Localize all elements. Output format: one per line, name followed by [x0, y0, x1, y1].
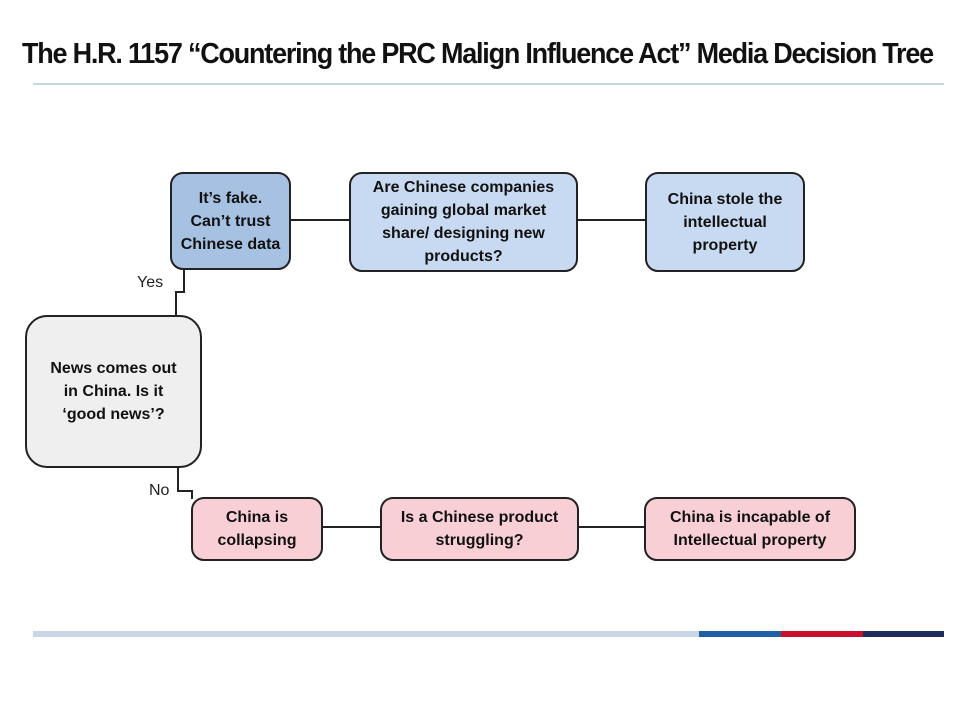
connector-start-to-yes [175, 268, 185, 315]
incapable-ip-node: China is incapable of Intellectual prope… [644, 497, 856, 561]
market-share-question-node: Are Chinese companies gaining global mar… [349, 172, 578, 272]
no-label: No [149, 482, 170, 499]
yes-label: Yes [137, 274, 164, 291]
collapsing-node: China is collapsing [191, 497, 323, 561]
footer-bar-light [33, 631, 699, 637]
connector-start-to-no [177, 467, 193, 499]
footer-bar-navy [863, 631, 944, 637]
product-struggling-question-node: Is a Chinese product struggling? [380, 497, 579, 561]
start-node: News comes out in China. Is it ‘good new… [25, 315, 202, 468]
fake-data-node: It’s fake. Can’t trust Chinese data [170, 172, 291, 270]
title-divider [33, 83, 944, 85]
footer-bar-blue [699, 631, 781, 637]
page-title: The H.R. 1157 “Countering the PRC Malign… [22, 38, 934, 70]
stole-ip-node: China stole the intellectual property [645, 172, 805, 272]
footer-bar-red [781, 631, 863, 637]
